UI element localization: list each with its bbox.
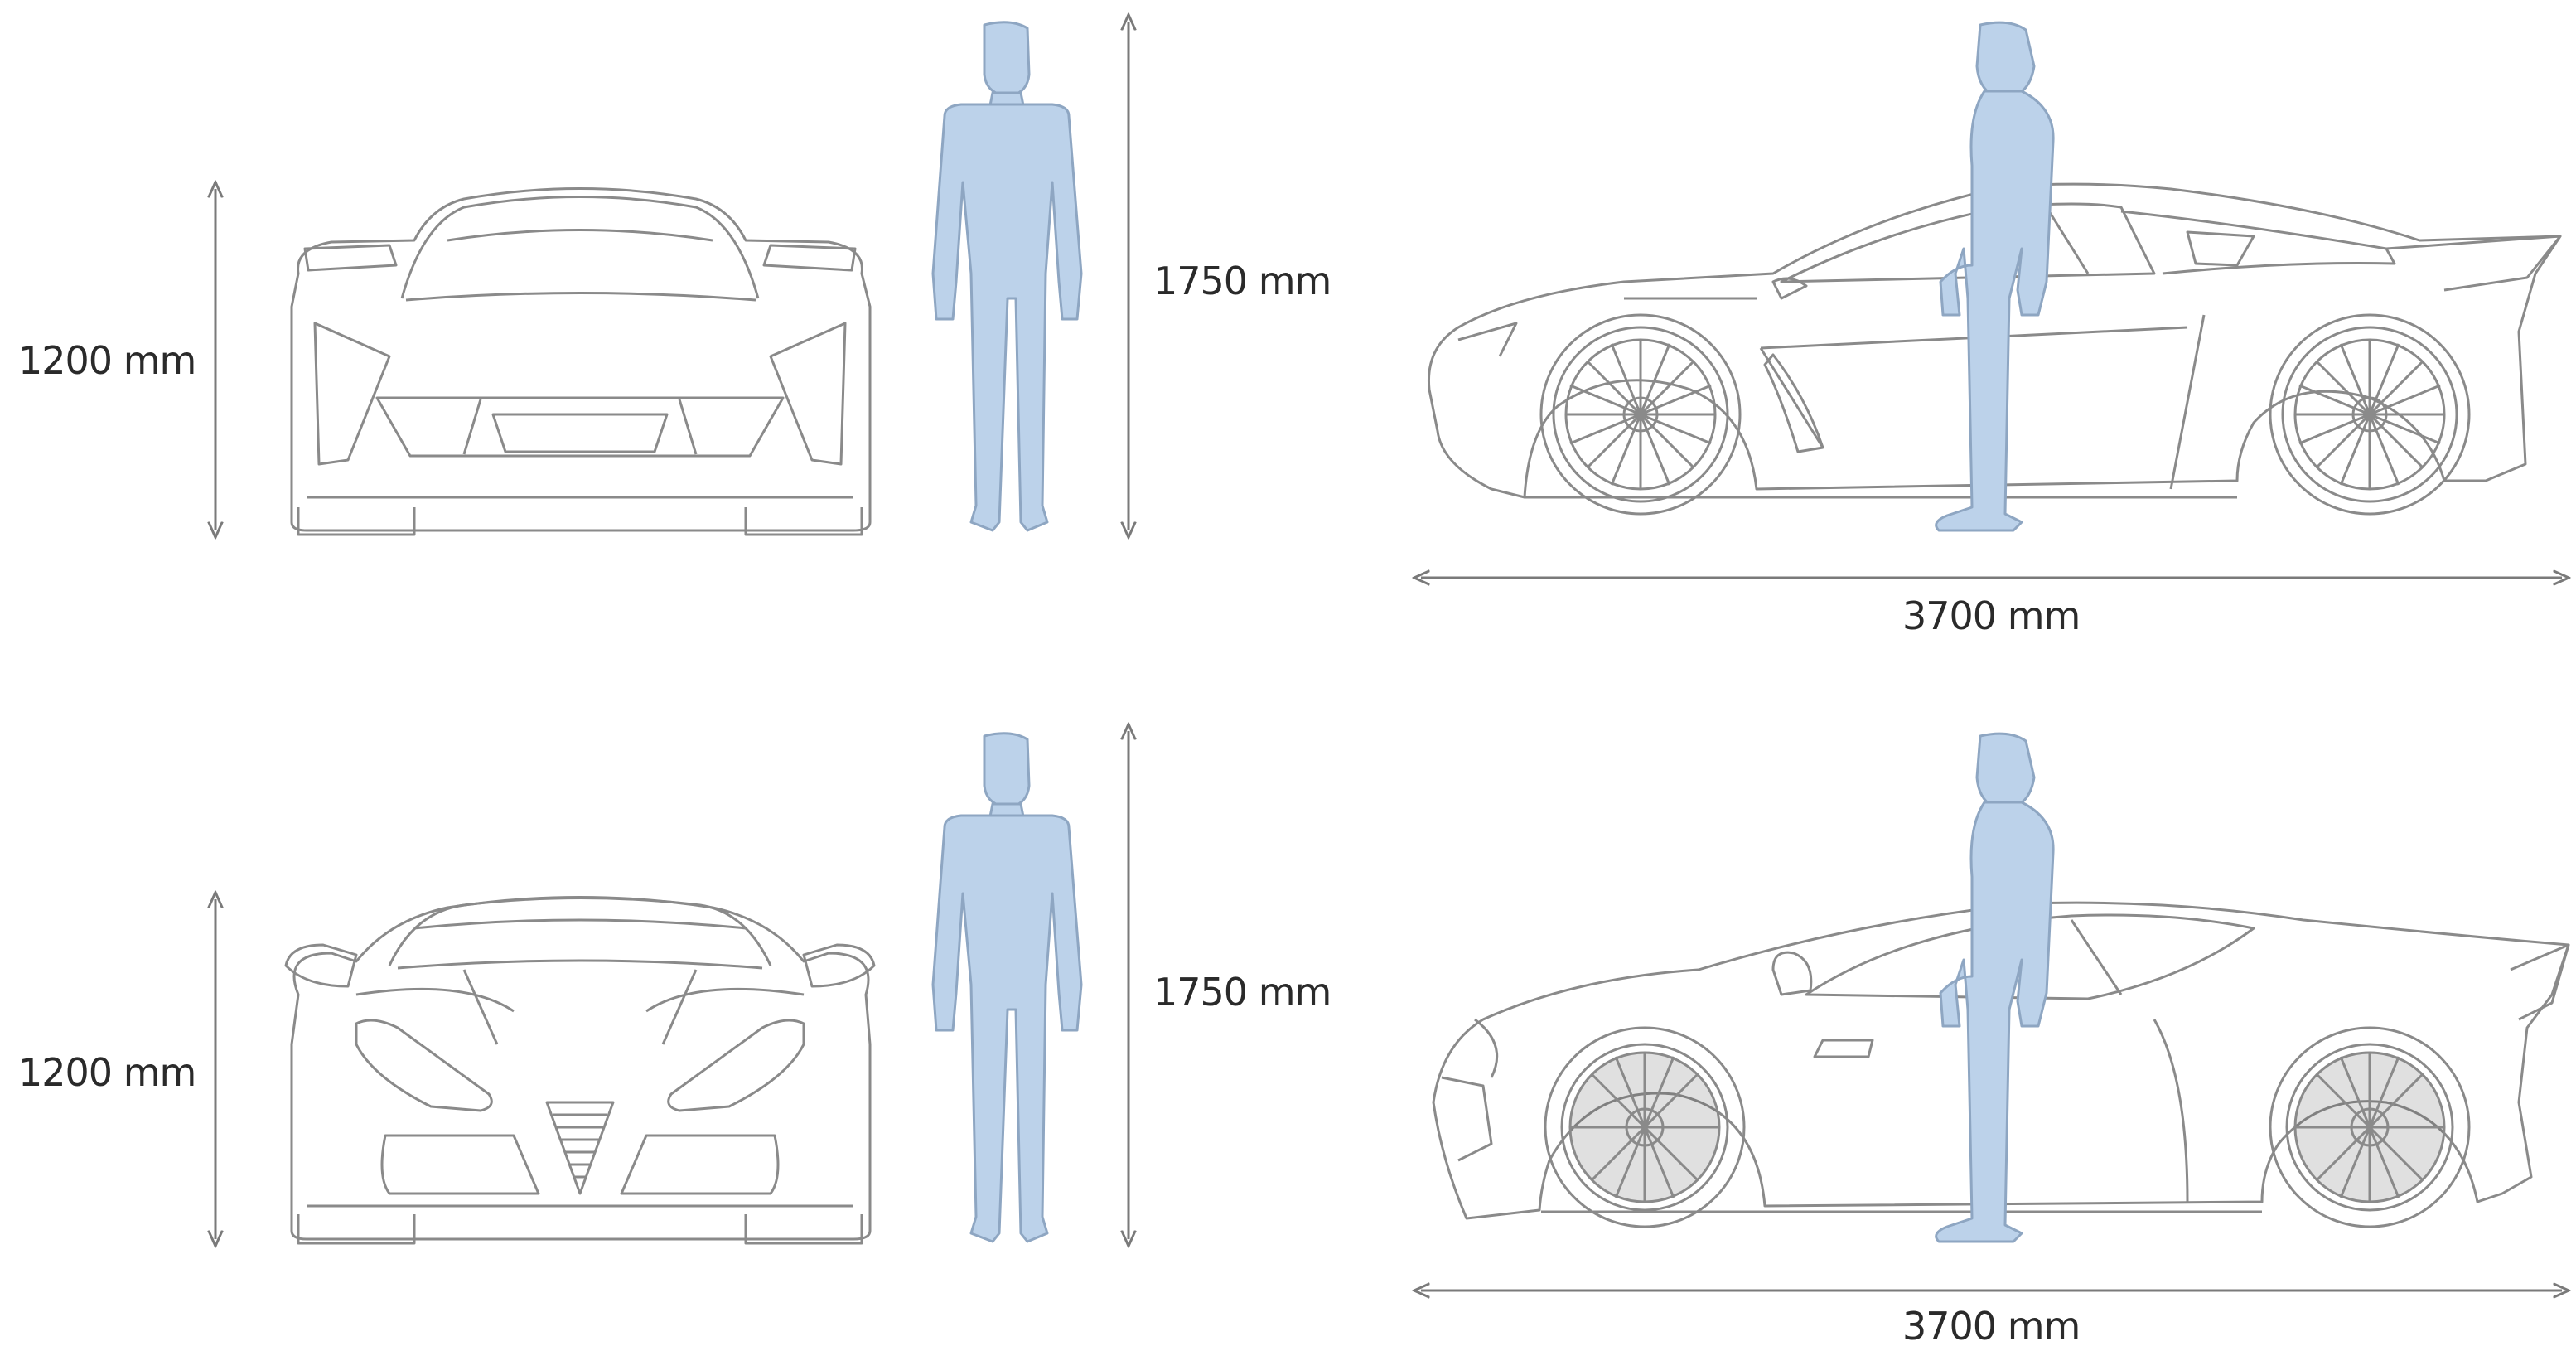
car-side-view	[1427, 182, 2562, 516]
person-front-silhouette	[931, 21, 1083, 532]
person-side-silhouette	[1935, 732, 2055, 1243]
car-front-view	[290, 187, 872, 536]
person-front-silhouette	[931, 732, 1083, 1243]
car-front-view	[284, 896, 876, 1245]
length-label: 3700 mm	[1902, 593, 2081, 638]
front-height-label: 1200 mm	[18, 338, 196, 383]
length-label: 3700 mm	[1902, 1304, 2081, 1349]
person-side-silhouette	[1935, 21, 2055, 532]
car-side-view	[1432, 901, 2570, 1228]
person-height-label: 1750 mm	[1153, 970, 1331, 1014]
row-1	[215, 22, 2562, 578]
row-2	[215, 731, 2569, 1290]
front-height-label: 1200 mm	[18, 1050, 196, 1095]
person-height-label: 1750 mm	[1153, 259, 1331, 303]
